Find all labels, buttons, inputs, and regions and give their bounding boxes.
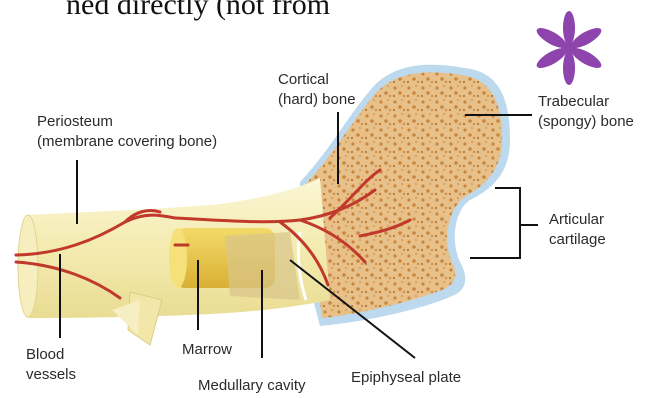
cortical-bone-label-line1: Cortical bbox=[278, 70, 356, 90]
articular-cartilage-label-line1: Articular bbox=[549, 210, 606, 230]
blood-vessels-label-line2: vessels bbox=[26, 365, 76, 385]
trabecular-bone-label: Trabecular (spongy) bone bbox=[538, 92, 634, 132]
blood-vessels-label-line1: Blood bbox=[26, 345, 76, 365]
marrow-label: Marrow bbox=[182, 340, 232, 360]
periosteum-label-line2: (membrane covering bone) bbox=[37, 132, 217, 152]
articular-cartilage-label-line2: cartilage bbox=[549, 230, 606, 250]
periosteum-label-line1: Periosteum bbox=[37, 112, 217, 132]
periosteum-label: Periosteum (membrane covering bone) bbox=[37, 112, 217, 152]
articular-cartilage-label: Articular cartilage bbox=[549, 210, 606, 250]
cortical-bone-label-line2: (hard) bone bbox=[278, 90, 356, 110]
epiphyseal-plate-label: Epiphyseal plate bbox=[351, 368, 461, 388]
blood-vessels-label: Blood vessels bbox=[26, 345, 76, 385]
cortical-bone-label: Cortical (hard) bone bbox=[278, 70, 356, 110]
trabecular-bone-label-line1: Trabecular bbox=[538, 92, 634, 112]
medullary-cavity-label: Medullary cavity bbox=[198, 376, 306, 396]
trabecular-bone-label-line2: (spongy) bone bbox=[538, 112, 634, 132]
